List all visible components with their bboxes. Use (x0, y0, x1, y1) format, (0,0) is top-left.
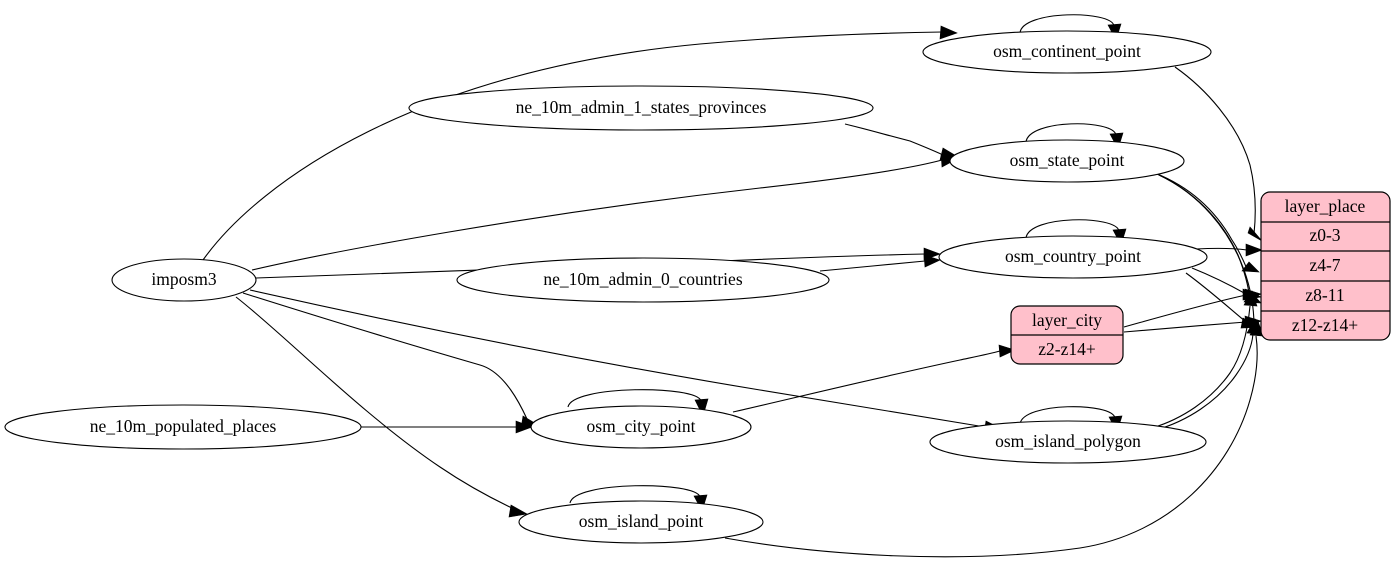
arrowhead (1247, 226, 1263, 242)
node-ne_10m_populated_places-shape[interactable] (4, 404, 362, 450)
arrowhead (939, 25, 958, 40)
node-osm_city_point[interactable]: osm_city_point (530, 405, 752, 449)
selfloop-osm_continent_point (1019, 14, 1115, 34)
edge-osm_island_polygon-to-layer_place-z8-11 (1151, 305, 1251, 429)
edge-imposm3-to-osm_continent_point (202, 31, 943, 261)
edge-imposm3-to-osm_island_polygon (249, 289, 986, 428)
node-ne_10m_admin_0_countries-label: ne_10m_admin_0_countries (543, 269, 742, 289)
arrowhead (1243, 290, 1258, 307)
arrowhead (1241, 261, 1260, 273)
edge-osm_state_point-to-layer_place-z4-7 (1154, 172, 1248, 270)
node-osm_continent_point-shape[interactable] (922, 30, 1212, 74)
node-imposm3[interactable]: imposm3 (111, 258, 257, 302)
edge-layer_city-to-layer_place-z12-z14+ (1123, 321, 1247, 333)
record-layer_place-row-z0-3[interactable]: z0-3 (1309, 225, 1340, 245)
arrowhead (998, 344, 1016, 358)
edge-imposm3-to-osm_city_point (242, 292, 528, 420)
node-ne_10m_populated_places[interactable]: ne_10m_populated_places (4, 404, 362, 450)
arrowhead (923, 254, 941, 268)
node-osm_state_point-shape[interactable] (949, 139, 1185, 183)
node-osm_island_point[interactable]: osm_island_point (518, 500, 764, 544)
selfloop-osm_city_point (567, 389, 702, 408)
arrowhead (694, 398, 709, 417)
node-osm_state_point-label: osm_state_point (1010, 150, 1125, 170)
node-ne_10m_admin_1_states_provinces[interactable]: ne_10m_admin_1_states_provinces (408, 85, 874, 131)
node-osm_continent_point[interactable]: osm_continent_point (922, 30, 1212, 74)
node-osm_island_point-label: osm_island_point (579, 511, 704, 531)
selfloop-osm_island_polygon (1019, 406, 1116, 425)
selfloop-osm_country_point (1025, 219, 1120, 239)
node-osm_country_point-label: osm_country_point (1005, 246, 1141, 266)
edge-osm_country_point-to-layer_place-z4-7 (1195, 247, 1248, 251)
edge-imposm3-to-osm_island_point (235, 296, 515, 510)
edge-osm_city_point-to-layer_city-z2-z14+ (732, 350, 1001, 413)
node-osm_island_polygon[interactable]: osm_island_polygon (929, 420, 1207, 464)
node-ne_10m_admin_1_states_provinces-label: ne_10m_admin_1_states_provinces (516, 97, 767, 117)
edge-layer_city-to-layer_place-z8-11 (1123, 294, 1247, 328)
record-layer_city-header: layer_city (1032, 310, 1102, 330)
arrowhead (1245, 243, 1263, 257)
edge-osm_island_polygon-to-layer_place-z12-z14+ (1155, 333, 1254, 431)
record-layer_place[interactable]: layer_place z0-3 z4-7 z8-11 z12-z14+ (1260, 191, 1391, 341)
arrowhead (508, 504, 528, 518)
node-ne_10m_admin_1_states_provinces-shape[interactable] (408, 85, 874, 131)
node-imposm3-label: imposm3 (151, 269, 216, 289)
node-osm_city_point-label: osm_city_point (587, 416, 696, 436)
node-osm_island_point-shape[interactable] (518, 500, 764, 544)
edge-osm_country_point-to-layer_place-z12-z14+ (1185, 272, 1247, 323)
record-layer_city-row-z2-z14plus[interactable]: z2-z14+ (1038, 339, 1096, 359)
node-osm_island_polygon-shape[interactable] (929, 420, 1207, 464)
edge-ne_10m_admin_0_countries-to-osm_country_point (819, 260, 926, 272)
edge-osm_state_point-to-layer_place-z8-11 (1156, 173, 1251, 301)
node-osm_country_point-shape[interactable] (938, 235, 1208, 279)
node-osm_island_polygon-label: osm_island_polygon (995, 431, 1141, 451)
edge-ne_10m_admin_1_states_provinces-to-osm_state_point (844, 123, 942, 155)
edge-osm_country_point-to-layer_place-z8-11 (1191, 267, 1247, 295)
arrowhead (515, 420, 533, 434)
record-layer_city[interactable]: layer_city z2-z14+ (1010, 305, 1124, 365)
edge-imposm3-to-osm_state_point (251, 159, 943, 271)
selfloop-osm_state_point (1025, 123, 1117, 143)
selfloop-osm_island_point (569, 485, 701, 504)
node-osm_country_point[interactable]: osm_country_point (938, 235, 1208, 279)
edge-osm_continent_point-to-layer_place-z0-3 (1174, 66, 1256, 235)
record-layer_place-box[interactable] (1260, 191, 1391, 341)
record-layer: layer_place z0-3 z4-7 z8-11 z12-z14+ lay… (1010, 191, 1391, 365)
record-layer_place-header: layer_place (1285, 196, 1366, 216)
node-osm_continent_point-label: osm_continent_point (993, 41, 1141, 61)
node-osm_city_point-shape[interactable] (530, 405, 752, 449)
node-ne_10m_populated_places-label: ne_10m_populated_places (90, 416, 277, 436)
record-layer_place-row-z8-11[interactable]: z8-11 (1305, 285, 1344, 305)
node-imposm3-shape[interactable] (111, 258, 257, 302)
record-layer_place-row-z12-z14plus[interactable]: z12-z14+ (1292, 315, 1358, 335)
record-layer_place-row-z4-7[interactable]: z4-7 (1309, 255, 1340, 275)
edge-osm_island_point-to-layer_place-z12-z14+ (724, 335, 1258, 558)
node-osm_state_point[interactable]: osm_state_point (949, 139, 1185, 183)
node-ne_10m_admin_0_countries[interactable]: ne_10m_admin_0_countries (456, 257, 830, 303)
edge-osm_state_point-to-layer_place-z12-z14+ (1158, 174, 1255, 327)
node-ne_10m_admin_0_countries-shape[interactable] (456, 257, 830, 303)
node-layer: imposm3 ne_10m_admin_1_states_provinces … (4, 30, 1212, 544)
